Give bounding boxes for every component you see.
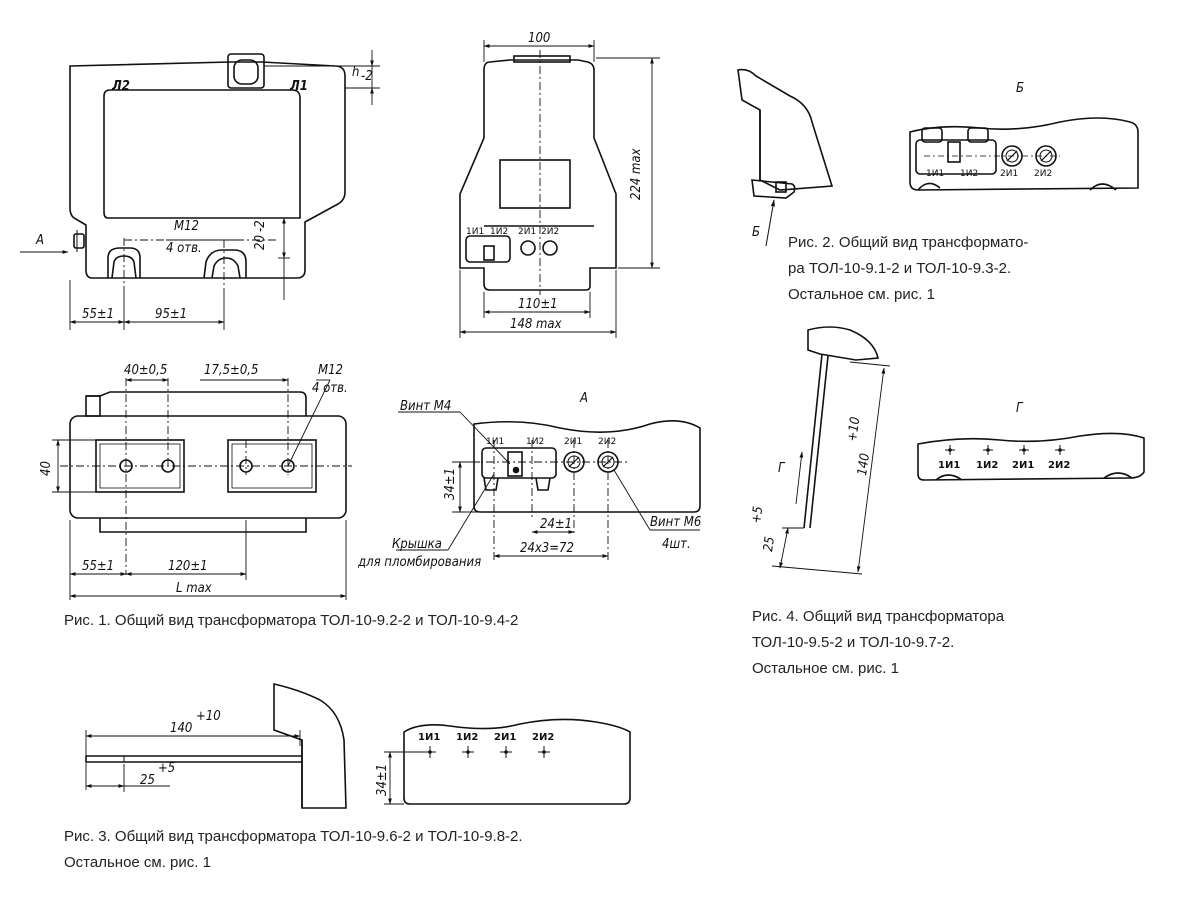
view-a — [473, 420, 701, 513]
dim-34: 34±1 — [443, 468, 458, 500]
side-view-dims — [459, 40, 660, 338]
front-view-dims — [20, 50, 380, 330]
dim-110: 110±1 — [518, 297, 558, 312]
dim-34: 34±1 — [375, 764, 390, 796]
dim-55: 55±1 — [82, 307, 114, 322]
dim-55: 55±1 — [82, 559, 114, 574]
caption-fig3-line1: Рис. 3. Общий вид трансформатора ТОЛ-10-… — [64, 828, 523, 845]
screw-m6: Винт М6 — [650, 515, 701, 530]
fig2-view-b — [909, 117, 1139, 191]
terminal-1i2: 1И2 — [960, 169, 978, 179]
view-g-marker: Г — [778, 461, 786, 476]
dim-140-tolerance: +10 — [845, 416, 863, 443]
view-b-marker: Б — [752, 225, 760, 240]
fig2-side — [737, 68, 834, 199]
fig4-panel — [917, 432, 1145, 481]
terminal-1i2: 1И2 — [976, 460, 998, 471]
terminal-1i2: 1И2 — [456, 732, 478, 743]
dim-l-max: L max — [176, 581, 213, 596]
caption-fig2-line1: Рис. 2. Общий вид трансформато- — [788, 234, 1029, 251]
fig3-side — [85, 682, 347, 809]
terminal-1i1: 1И1 — [938, 460, 960, 471]
dim-25: 25 — [761, 536, 778, 553]
terminal-2i1: 2И1 — [518, 227, 536, 237]
fig4-labels: Г Г 140 +10 25 +5 1И1 1И2 2И1 2И2 — [749, 401, 1070, 553]
dim-25: 25 — [140, 773, 155, 788]
terminal-2i2: 2И2 — [598, 437, 616, 447]
dim-20-tolerance: -2 — [253, 220, 268, 232]
caption-fig4-line3: Остальное см. рис. 1 — [752, 660, 899, 677]
dim-140: 140 — [170, 721, 192, 736]
thread-m12: М12 — [174, 219, 199, 234]
fig2-arrow — [765, 199, 775, 247]
caption-fig2-line2: ра ТОЛ-10-9.1-2 и ТОЛ-10-9.3-2. — [788, 260, 1012, 277]
dim-140: 140 — [855, 452, 873, 476]
terminal-2i2: 2И2 — [541, 227, 559, 237]
front-view — [69, 53, 346, 279]
view-g-title: Г — [1016, 401, 1024, 416]
caption-fig2-line3: Остальное см. рис. 1 — [788, 286, 935, 303]
terminal-1i1: 1И1 — [926, 169, 944, 179]
fig3-side-dims — [85, 730, 301, 792]
holes-count: 4 отв. — [166, 241, 202, 256]
screw-m4: Винт М4 — [400, 399, 451, 414]
dim-20: 20 — [253, 235, 268, 250]
dim-140-tolerance: +10 — [196, 709, 221, 724]
fig4-side — [803, 326, 879, 529]
dim-120: 120±1 — [168, 559, 208, 574]
side-view — [459, 55, 617, 291]
cover-label: Крышка — [392, 537, 442, 552]
caption-fig4-line1: Рис. 4. Общий вид трансформатора — [752, 608, 1005, 625]
view-a-labels: А Винт М4 1И1 1И2 2И1 2И2 34±1 24±1 24x3… — [357, 391, 701, 570]
terminal-1i1: 1И1 — [466, 227, 484, 237]
top-view — [69, 391, 347, 533]
view-b-title: Б — [1016, 81, 1024, 96]
terminal-2i1: 2И1 — [1012, 460, 1034, 471]
dim-40-05: 40±0,5 — [124, 363, 167, 378]
caption-fig3-line2: Остальное см. рис. 1 — [64, 854, 211, 871]
dim-h: h — [352, 65, 359, 80]
dim-224-max: 224 max — [629, 147, 644, 200]
sealing-label: для пломбирования — [357, 555, 481, 570]
view-a-title: А — [579, 391, 588, 406]
terminal-1i1: 1И1 — [486, 437, 504, 447]
holes-count: 4 отв. — [312, 381, 348, 396]
terminal-2i2: 2И2 — [1034, 169, 1052, 179]
side-view-labels: 100 224 max 110±1 148 max 1И1 1И2 2И1 2И… — [466, 31, 644, 332]
caption-fig4-line2: ТОЛ-10-9.5-2 и ТОЛ-10-9.7-2. — [752, 634, 955, 651]
terminal-2i1: 2И1 — [494, 732, 516, 743]
dim-24: 24±1 — [540, 517, 572, 532]
terminal-2i2: 2И2 — [532, 732, 554, 743]
fig4-side-dims — [771, 361, 891, 575]
terminal-1i2: 1И2 — [526, 437, 544, 447]
view-a-marker: А — [35, 233, 44, 248]
dim-95: 95±1 — [155, 307, 187, 322]
dim-25-tolerance: +5 — [158, 761, 175, 776]
caption-fig1: Рис. 1. Общий вид трансформатора ТОЛ-10-… — [64, 612, 519, 629]
top-view-dims — [52, 378, 352, 600]
fig2-labels: Б Б 1И1 1И2 2И1 2И2 — [752, 81, 1052, 240]
dim-25-tolerance: +5 — [749, 505, 766, 524]
thread-m12: М12 — [318, 363, 343, 378]
fig3-panel-dims — [384, 751, 426, 805]
dim-h-tolerance: -2 — [361, 69, 373, 84]
terminal-2i1: 2И1 — [564, 437, 582, 447]
fig3-labels: 140 +10 25 +5 1И1 1И2 2И1 2И2 34±1 — [140, 709, 554, 796]
dim-40: 40 — [39, 461, 54, 476]
view-a-dims — [396, 411, 700, 560]
dim-17-5: 17,5±0,5 — [204, 363, 258, 378]
dim-72: 24x3=72 — [520, 541, 574, 556]
dim-100: 100 — [528, 31, 550, 46]
terminal-l2: Л2 — [111, 79, 130, 94]
terminal-2i1: 2И1 — [1000, 169, 1018, 179]
dim-148-max: 148 max — [510, 317, 563, 332]
terminal-l1: Л1 — [289, 79, 308, 94]
terminal-1i2: 1И2 — [490, 227, 508, 237]
top-view-labels: 40±0,5 17,5±0,5 М12 4 отв. 40 55±1 120±1… — [39, 363, 348, 596]
terminal-2i2: 2И2 — [1048, 460, 1070, 471]
terminal-1i1: 1И1 — [418, 732, 440, 743]
screw-m6-count: 4шт. — [662, 537, 691, 552]
front-view-labels: Л2 Л1 h -2 А М12 4 отв. 20 -2 55±1 95±1 — [35, 65, 373, 322]
